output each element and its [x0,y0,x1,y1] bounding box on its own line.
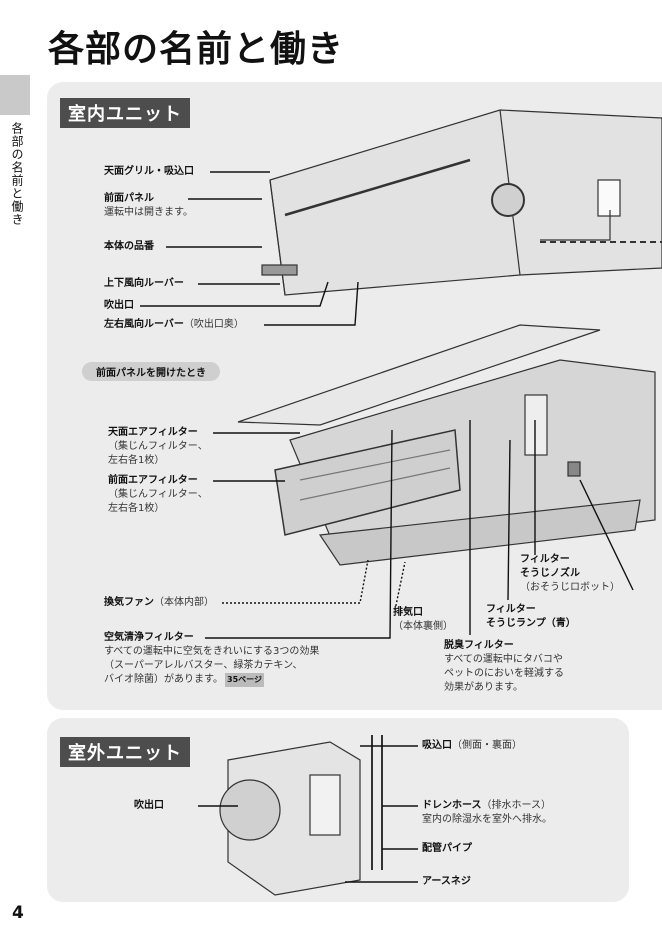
label-purify-filter: 空気清浄フィルターすべての運転中に空気をきれいにする3つの効果（スーパーアレルバ… [104,632,320,687]
open-panel-label: 前面パネルを開けたとき [82,362,220,381]
label-top-grille: 天面グリル・吸込口 [104,166,194,177]
side-label: 各部の名前と働き [10,122,24,226]
indoor-heading: 室内ユニット [60,98,190,128]
outdoor-heading: 室外ユニット [60,737,190,767]
label-top-filter: 天面エアフィルター（集じんフィルター、左右各1枚） [108,427,208,466]
label-front-filter: 前面エアフィルター（集じんフィルター、左右各1枚） [108,475,208,514]
label-pipe: 配管パイプ [422,843,472,854]
label-deodor-filter: 脱臭フィルターすべての運転中にタバコやペットのにおいを軽減する効果があります。 [444,640,564,693]
side-tab [0,75,30,115]
label-outdoor-intake: 吸込口（側面・裏面） [422,740,522,751]
label-drain-hose: ドレンホース（排水ホース）室内の除湿水を室外へ排水。 [422,800,552,825]
page-number: 4 [12,903,24,923]
outdoor-unit-drawing [219,735,383,896]
label-vent-fan: 換気ファン（本体内部） [104,597,214,608]
indoor-open-drawing [237,324,656,566]
label-model: 本体の品番 [104,241,154,252]
label-outlet: 吹出口 [104,300,134,311]
indoor-unit-drawing [261,109,662,296]
label-cleaning-lamp: フィルターそうじランプ（青） [486,604,576,629]
label-front-panel: 前面パネル運転中は開きます。 [104,193,193,218]
leader-lines [140,171,634,883]
label-cleaning-nozzle: フィルターそうじノズル（おそうじロボット） [520,554,620,593]
label-horizontal-louver: 左右風向ルーバー（吹出口奥） [104,319,244,330]
label-exhaust: 排気口（本体裏側） [393,607,453,632]
page-title: 各部の名前と働き [48,29,345,70]
label-vertical-louver: 上下風向ルーバー [104,278,184,289]
label-ground-screw: アースネジ [422,876,471,887]
label-outdoor-outlet: 吹出口 [134,800,164,811]
